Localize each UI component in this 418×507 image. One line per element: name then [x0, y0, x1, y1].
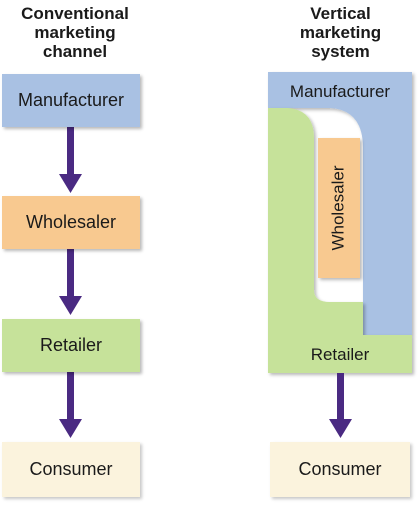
conventional-wholesaler-box: Wholesaler [2, 196, 140, 249]
vertical-retailer-label: Retailer [311, 345, 370, 364]
conventional-title-line-1: Conventional [21, 4, 129, 23]
vertical-consumer-box: Consumer [270, 442, 410, 497]
vertical-wholesaler-label: Wholesaler [328, 165, 347, 250]
vertical-title: Vertical marketing system [268, 4, 413, 61]
vertical-title-line-1: Vertical [310, 4, 371, 23]
conventional-title-line-2: marketing [34, 23, 116, 42]
conventional-arrow-2 [59, 249, 82, 315]
conventional-consumer-label: Consumer [29, 459, 113, 479]
vertical-manufacturer-label: Manufacturer [290, 82, 390, 101]
vertical-consumer-label: Consumer [298, 459, 382, 479]
conventional-title-line-3: channel [42, 42, 108, 61]
vertical-arrow [329, 373, 352, 438]
vertical-wholesaler-shape [318, 138, 360, 278]
conventional-consumer-box: Consumer [2, 442, 140, 497]
vertical-manufacturer-shape [268, 72, 412, 335]
vertical-retailer-shape [268, 108, 412, 373]
vertical-title-line-3: system [311, 42, 370, 61]
vertical-title-line-2: marketing [299, 23, 382, 42]
conventional-retailer-box: Retailer [2, 319, 140, 372]
conventional-manufacturer-box: Manufacturer [2, 74, 140, 127]
conventional-arrow-3 [59, 372, 82, 438]
conventional-title: Conventional marketing channel [0, 4, 150, 61]
conventional-manufacturer-label: Manufacturer [17, 90, 125, 110]
conventional-retailer-label: Retailer [39, 335, 103, 355]
conventional-wholesaler-label: Wholesaler [25, 212, 117, 232]
conventional-arrow-1 [59, 127, 82, 193]
